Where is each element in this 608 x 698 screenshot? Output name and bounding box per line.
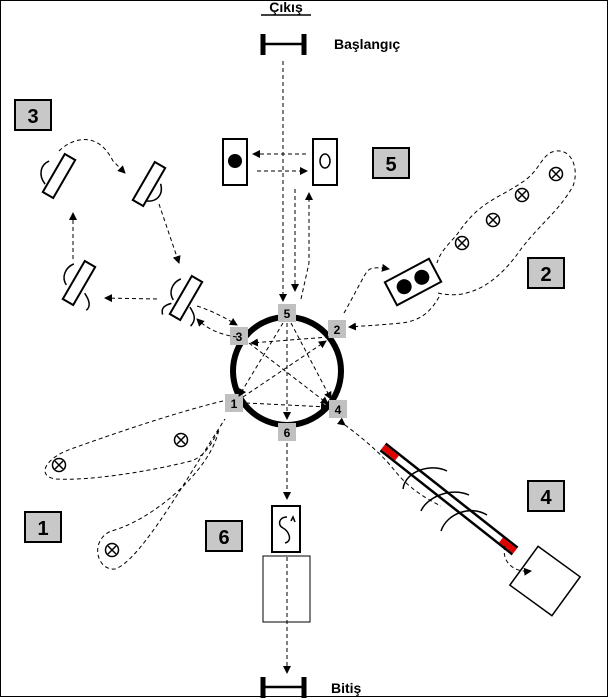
ring-to-station-3 [196,318,238,338]
station-3-path-c [104,294,158,303]
ring-gate-4: 4 [329,400,347,418]
station-6-number: 6 [218,527,229,549]
ring-gate-3: 3 [230,327,248,345]
ring-to-station-5 [300,192,313,300]
station-2-number: 2 [540,264,551,286]
ring-internal-paths [238,322,332,420]
start-gate [260,14,311,55]
station-4-path [337,417,442,507]
station-3-hurdles [40,152,204,327]
station-2-to-ring [348,296,440,331]
station-1-loop-path [44,400,226,570]
station-2-cones [454,166,564,251]
svg-text:6: 6 [284,426,291,440]
station-6-spin-station [271,505,301,553]
station-1-cones [51,432,189,558]
station-6-box [205,520,243,552]
exit-label: Çıkış [269,1,303,15]
svg-text:1: 1 [231,397,238,411]
station-3-box [14,99,52,131]
station-2-box [527,257,565,289]
svg-text:5: 5 [284,307,291,321]
station-4-bar [379,442,519,556]
station-5-number: 5 [385,154,396,176]
ring-gate-6: 6 [278,423,296,441]
station-2-double-ball-box [383,257,443,307]
station-4-box-target [508,545,582,617]
finish-label: Bitiş [331,680,362,696]
finish-gate [260,677,307,698]
station-5-white-ball-stand [312,138,338,186]
ring-gate-5: 5 [278,304,296,322]
station-4-number: 4 [540,487,552,509]
ring-gate-1: 1 [225,394,243,412]
station-4-to-box [503,545,532,576]
ring-gate-2: 2 [328,320,346,338]
station-1-number: 1 [37,518,48,540]
station-2-slalom-path [436,150,576,296]
station-3-to-ring [196,305,238,326]
station-3-path-a [58,139,126,174]
ring-to-station-2 [343,263,390,314]
station-5-black-ball-stand [222,138,248,186]
svg-text:4: 4 [335,403,342,417]
start-label: Başlangıç [334,36,400,52]
station-4-box [527,480,565,512]
station-3-path-b [158,203,181,264]
station-1-box [24,511,62,543]
svg-text:2: 2 [334,323,341,337]
svg-text:3: 3 [236,330,243,344]
station-5-box [372,147,410,179]
station-3-number: 3 [27,106,38,128]
